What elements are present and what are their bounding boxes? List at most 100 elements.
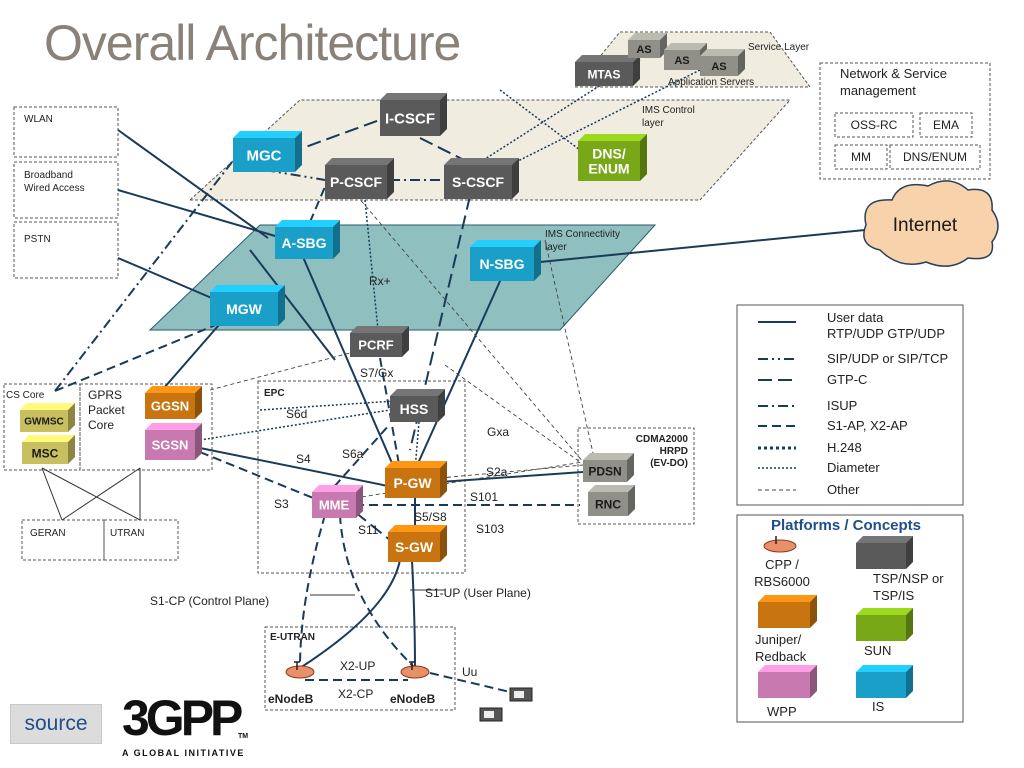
platform-swatch [856,536,913,569]
enodeb-label: eNodeB [268,692,314,706]
mme-hss-link [324,423,391,498]
gprs-core-region [79,383,213,471]
gwmsc-label: GWMSC [24,417,63,428]
service-layer-label: Service Layer [748,42,810,53]
cs-geran-link [41,467,63,521]
scscf-pgw-link [409,195,471,451]
epc-region [257,380,466,574]
interface-s4-label: S4 [296,452,311,466]
as-box-3[interactable]: AS [700,49,745,76]
pdsn-box[interactable]: PDSN [583,453,634,482]
mgmt-item-box[interactable] [919,112,973,138]
legend-label: User data [827,310,884,325]
hss-pdsn-link [444,364,581,463]
pgw-pdsn-link [439,471,584,483]
icscf-box[interactable]: I-CSCF [380,93,447,136]
hss-box[interactable]: HSS [390,389,445,422]
gwmsc-box[interactable]: GWMSC [20,403,75,432]
cdma-region [577,427,695,525]
mgw-box[interactable]: MGW [210,285,285,326]
sgsn-box[interactable]: SGSN [145,423,202,460]
broadband-label: Wired Access [24,183,85,194]
pgw-box[interactable]: P-GW [385,461,447,498]
enodeb-icon[interactable] [285,661,315,679]
sgsn-mme-link [199,451,319,501]
platform-label: TSP/IS [873,588,915,603]
nsbg-box[interactable]: N-SBG [470,240,541,281]
platform-swatch [856,608,913,641]
interface-rx-label: Rx+ [369,274,391,288]
nsbg-internet-link [539,229,866,263]
mme-box[interactable]: MME [312,485,363,518]
pcscf-pcrf-link [364,199,379,331]
ims-connectivity-layer-label: layer [545,242,567,253]
internet-cloud[interactable]: Internet [863,180,999,267]
cs-utran-link [41,467,141,521]
mgmt-region [819,62,991,180]
ims-control-layer-label: layer [642,118,664,129]
mgmt-item-box[interactable] [834,144,888,170]
nsbg-pgw-link [414,269,506,471]
rnc-box[interactable]: RNC [588,485,635,516]
terminal-icon[interactable] [479,707,503,722]
logo-tm: TM [238,733,248,740]
legend-label: Other [827,482,860,497]
pcrf-label: PCRF [358,338,393,353]
nsbg-pdsn-link [544,239,596,463]
interface-s5s8-label: S5/S8 [414,510,447,524]
mgmt-item-box[interactable] [834,112,914,138]
dns-enum-box[interactable]: DNS/ENUM [578,134,647,181]
mtas-dns-link [499,89,581,151]
interface-s11-label: S11 [358,523,379,537]
legend-label: ISUP [827,398,857,413]
platform-label: Redback [755,649,807,664]
page-title: Overall Architecture [44,15,461,71]
application-servers-label: Application Servers [668,77,754,88]
interface-uu-label: Uu [462,665,477,679]
mtas-box[interactable]: MTAS [575,55,640,86]
source-button[interactable]: source [10,704,102,744]
gwmsc-mgw-link [54,314,241,392]
logo-text: 3GPP [122,690,242,746]
interface-x2cp-label: X2-CP [338,687,373,701]
mgmt-item-box[interactable] [889,144,981,170]
as-box-1[interactable]: AS [628,33,667,58]
enodeb-label: eNodeB [390,692,436,706]
scscf-box[interactable]: S-CSCF [444,158,519,199]
s1up-right-link [411,559,416,669]
as-box-2-label: AS [674,55,689,67]
dns-enum-label: DNS/ [592,145,626,161]
sgw-box[interactable]: S-GW [388,525,447,562]
pcscf-box[interactable]: P-CSCF [325,158,394,199]
mgw-label: MGW [226,301,263,317]
msc-box[interactable]: MSC [22,435,75,464]
interface-s6d-label: S6d [286,407,307,421]
mgmt-title: Network & Service [840,66,947,81]
mgmt-item-label: OSS-RC [851,118,898,132]
s1up-left-link [299,559,401,669]
geran-box [21,519,105,561]
ggsn-pcrf-link [209,344,381,391]
pgw-label: P-GW [393,475,432,491]
mme-label: MME [319,498,350,513]
platform-label: TSP/NSP or [873,571,944,586]
geran-label: GERAN [30,528,66,539]
logo-tagline: A GLOBAL INITIATIVE [122,748,245,758]
asbg-to-pgw-link [299,249,396,471]
mme-sgw-link [354,511,391,541]
mgc-box[interactable]: MGC [233,131,302,172]
asbg-box[interactable]: A-SBG [275,220,340,259]
pcrf-box[interactable]: PCRF [350,326,409,357]
enodeb-icon[interactable] [400,661,430,679]
dns-enum-label: ENUM [588,161,629,177]
legend-label: GTP-C [827,372,867,387]
ggsn-box[interactable]: GGSN [145,386,202,419]
pcscf-pdsn-link [351,189,591,471]
platform-swatch [856,665,913,698]
terminal-icon[interactable] [509,687,533,702]
platform-label: Juniper/ [755,632,802,647]
icscf-label: I-CSCF [385,110,435,127]
